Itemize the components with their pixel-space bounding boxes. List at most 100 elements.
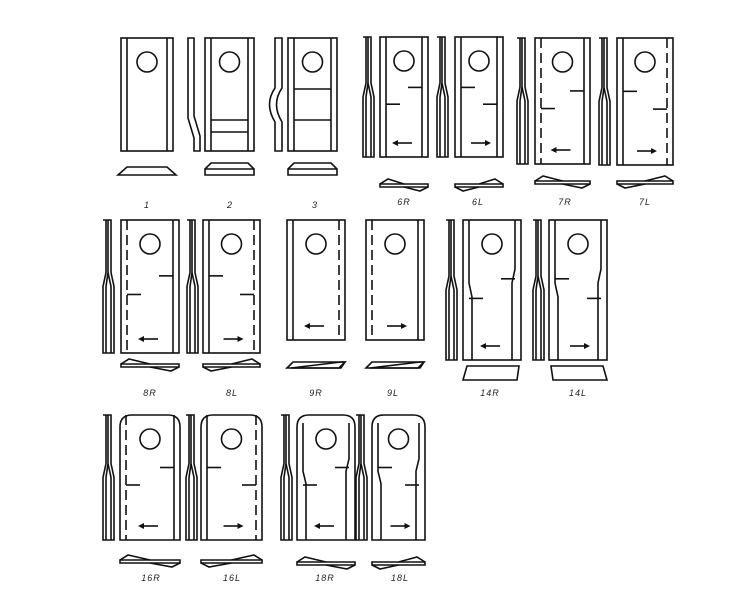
- mounting-hole: [393, 50, 415, 72]
- side-inner: [105, 415, 112, 540]
- blade-8r: [102, 219, 180, 372]
- direction-arrow-left: [138, 336, 158, 342]
- side-profile: [436, 36, 449, 158]
- mounting-hole: [139, 428, 161, 450]
- blade-outline: [120, 37, 174, 152]
- blade-label-9r: 9R: [309, 388, 323, 398]
- arrow-head: [392, 140, 398, 146]
- edge-line: [597, 220, 602, 360]
- end-view: [200, 554, 263, 568]
- blade-label-1: 1: [143, 200, 151, 210]
- mounting-hole: [220, 233, 243, 255]
- mounting-hole: [551, 51, 574, 73]
- side-inner: [358, 415, 365, 540]
- side-outline: [532, 219, 545, 361]
- end-outline: [120, 363, 180, 368]
- blade-7l: [598, 37, 674, 189]
- mounting-hole: [384, 233, 406, 255]
- side-profile: [102, 219, 115, 354]
- end-outline: [285, 361, 347, 369]
- side-profile: [280, 414, 293, 541]
- arrow-head: [401, 323, 407, 329]
- side-inner: [365, 37, 372, 157]
- end-view: [204, 162, 255, 176]
- blade-label-18r: 18R: [315, 573, 335, 583]
- blade-9l: [364, 219, 426, 369]
- direction-arrow-right: [223, 523, 244, 529]
- side-inner: [189, 220, 196, 353]
- end-outline: [454, 183, 504, 188]
- mounting-hole: [220, 428, 243, 450]
- end-outline: [202, 363, 261, 368]
- blade-8l: [186, 219, 261, 372]
- direction-arrow-right: [471, 140, 491, 146]
- edge-line: [468, 220, 473, 360]
- side-outline: [516, 37, 529, 165]
- edge-line: [415, 423, 420, 540]
- blade-label-16l: 16L: [222, 573, 242, 583]
- edge-line: [511, 220, 516, 360]
- side-inner: [188, 415, 195, 540]
- blade-6l: [436, 36, 504, 192]
- blade-label-16r: 16R: [141, 573, 161, 583]
- side-profile: [268, 37, 283, 152]
- direction-arrow-right: [637, 148, 657, 154]
- blade-label-2: 2: [226, 200, 234, 210]
- edge-line: [377, 423, 382, 540]
- end-outline: [296, 561, 356, 566]
- mounting-hole: [305, 233, 327, 255]
- mounting-hole: [301, 51, 324, 73]
- direction-arrow-left: [314, 523, 334, 529]
- blade-outline: [616, 37, 674, 166]
- edge-line: [554, 220, 559, 360]
- edge-line: [302, 423, 307, 540]
- side-outline: [187, 37, 201, 152]
- direction-arrow-left: [392, 140, 412, 146]
- side-inner: [601, 38, 608, 165]
- arrow-head: [237, 336, 244, 342]
- end-outline: [550, 365, 609, 381]
- end-view: [454, 178, 504, 192]
- arrow-head: [304, 323, 310, 329]
- blade-outline: [462, 219, 522, 361]
- arrow-head: [138, 336, 144, 342]
- arrow-head: [237, 523, 244, 529]
- direction-arrow-right: [570, 343, 590, 349]
- blade-outline: [204, 37, 255, 152]
- direction-arrow-left: [304, 323, 324, 329]
- side-outline: [436, 36, 449, 158]
- end-view: [616, 175, 674, 189]
- twist-outline: [534, 175, 591, 189]
- direction-arrow-left: [480, 343, 500, 349]
- end-outline: [461, 365, 520, 381]
- blade-18r: [280, 414, 356, 570]
- blade-14l: [532, 219, 609, 381]
- blade-label-6l: 6L: [471, 197, 485, 207]
- blade-1: [115, 37, 179, 176]
- side-outline: [102, 219, 115, 354]
- arrow-head: [550, 147, 557, 153]
- side-profile: [532, 219, 545, 361]
- arrow-head: [485, 140, 491, 146]
- end-view: [364, 361, 426, 369]
- side-inner: [439, 37, 446, 157]
- mounting-hole: [218, 51, 241, 73]
- side-outline: [355, 414, 368, 541]
- arrow-head: [584, 343, 590, 349]
- mounting-hole: [136, 51, 158, 73]
- side-outline: [268, 37, 283, 152]
- side-inner: [448, 220, 455, 360]
- side-outline: [280, 414, 293, 541]
- blade-2: [187, 37, 255, 176]
- end-view: [379, 178, 429, 192]
- arrow-head: [651, 148, 657, 154]
- twist-outline: [200, 554, 263, 568]
- side-profile: [185, 414, 198, 541]
- side-outline: [598, 37, 611, 166]
- side-outline: [186, 219, 199, 354]
- blade-16l: [185, 414, 263, 568]
- side-outline: [362, 36, 375, 158]
- blade-outline: [120, 219, 180, 354]
